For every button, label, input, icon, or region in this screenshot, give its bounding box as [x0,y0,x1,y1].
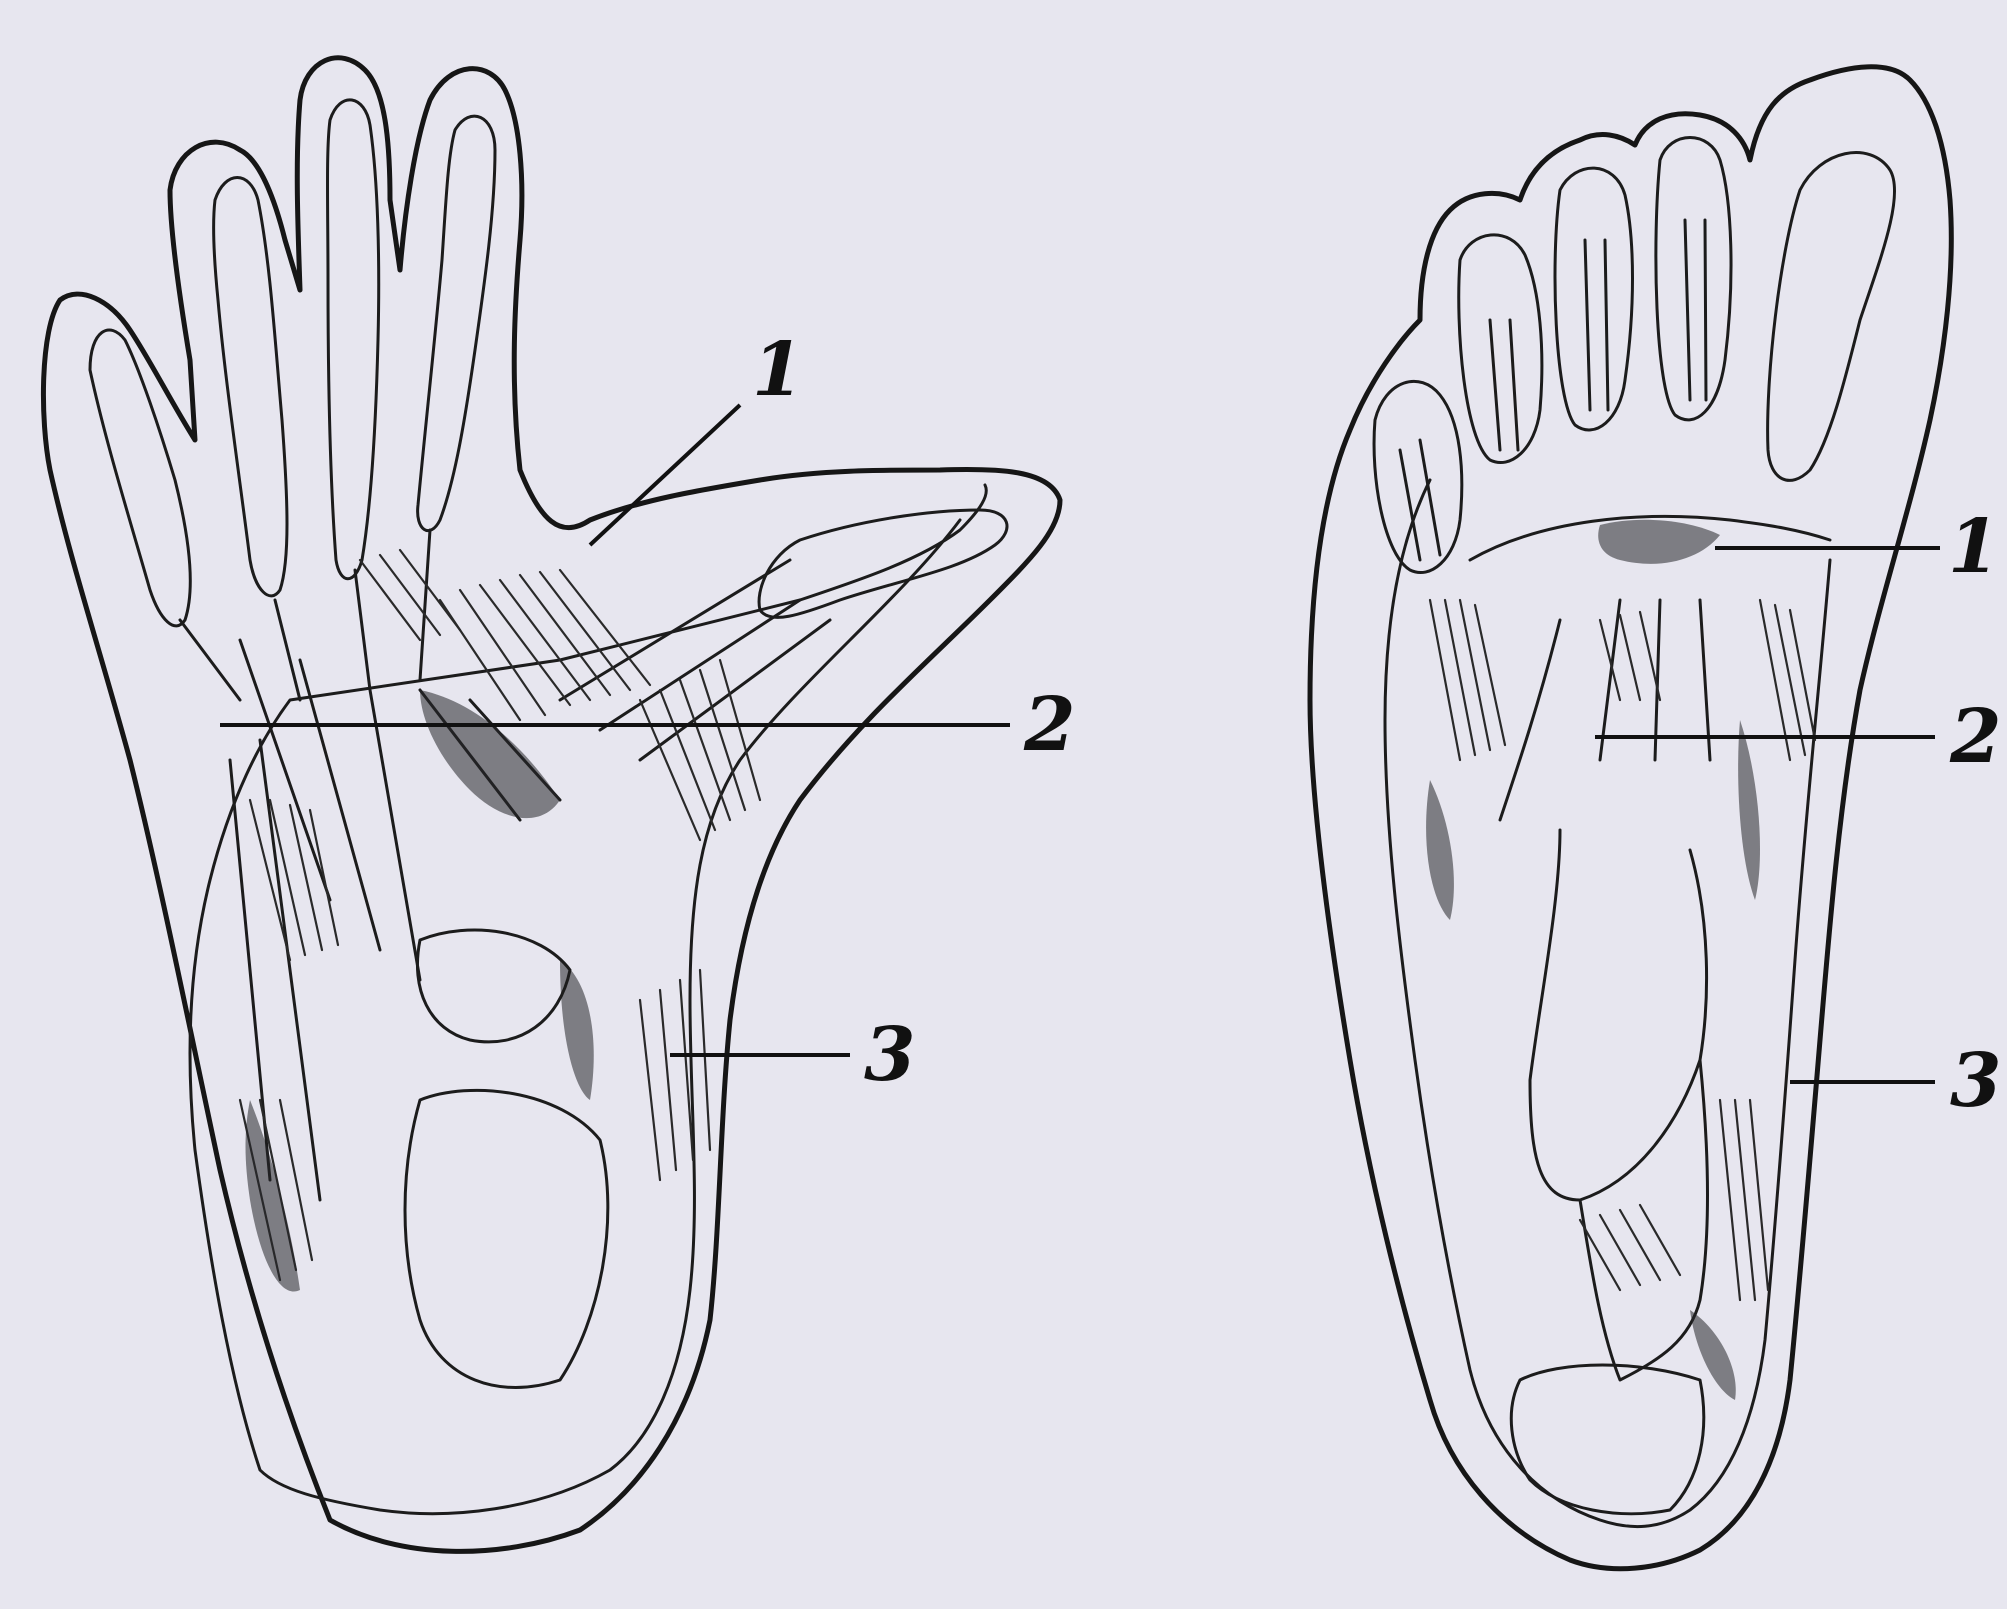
hand-muscle-hatching [240,550,760,1280]
hand-shade-hypothenar [246,1100,301,1292]
hand-finger-5-inner [90,330,190,626]
hand-tendons [180,530,830,1200]
foot-shade-central [1598,520,1720,564]
hand-finger-4-inner [214,178,287,596]
hand-finger-3-inner [328,100,379,579]
foot-toe-1-nail [1768,153,1895,481]
hand-finger-2-inner [418,116,495,531]
foot-toe-2 [1656,138,1731,420]
foot-label-1: 1 [1948,504,2000,590]
hand-drawing [43,58,1060,1552]
foot-drawing [1310,67,1951,1569]
foot-shade-medial [1738,720,1760,900]
foot-muscle-hatching [1430,600,1815,1300]
hand-leader-1 [590,405,740,545]
hand-label-2: 2 [1023,682,1076,768]
foot-heel [1511,1365,1703,1514]
foot-toe-3 [1555,168,1633,430]
hand-inner-outline [190,485,986,1514]
hand-label-1: 1 [752,327,804,413]
foot-label-2: 2 [1949,694,2002,780]
foot-toe-4 [1459,235,1542,463]
foot-label-3: 3 [1950,1038,2002,1124]
hand-shade-thenar [420,690,560,818]
foot-skin-outline [1310,67,1951,1569]
hand-shade-deep [560,960,594,1100]
foot-shade-lateral [1426,780,1454,920]
foot-plantar-lines [1470,516,1830,1380]
foot-shade-heel [1690,1310,1736,1400]
foot-toe-tendons [1400,220,1706,560]
hand-label-3: 3 [864,1012,916,1098]
